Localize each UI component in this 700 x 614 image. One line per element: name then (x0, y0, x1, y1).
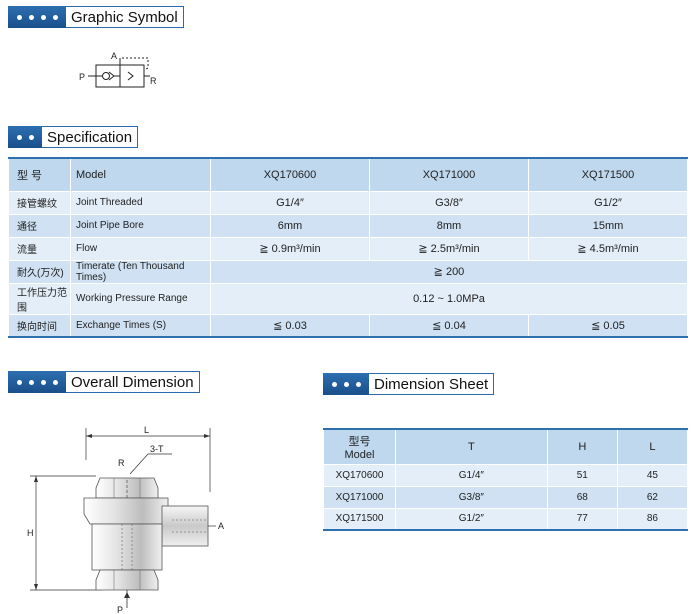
dims-row: XQ170600 G1/4″ 51 45 (323, 463, 689, 487)
dim-thread-label: 3-T (150, 444, 164, 454)
spec-cell: 6mm (210, 213, 370, 238)
spec-cell: ≧ 2.5m³/min (369, 236, 529, 261)
spec-cell-cn: 流量 (8, 236, 71, 261)
spec-cell-en: Working Pressure Range (70, 282, 211, 315)
graphic-symbol-diagram: A P R (79, 51, 157, 88)
dims-cell-model: XQ171000 (323, 485, 396, 509)
dim-h-label: H (27, 528, 34, 538)
spec-cell-cn: 换向时间 (8, 313, 71, 338)
spec-row: 工作压力范围 Working Pressure Range 0.12 ~ 1.0… (8, 282, 688, 315)
spec-cell: 8mm (369, 213, 529, 238)
overall-dimension-drawing: L H R 3-T A P (27, 425, 224, 614)
spec-cell-cn: 耐久(万次) (8, 259, 71, 284)
dims-cell-model: XQ170600 (323, 463, 396, 487)
spec-cell: ≧ 0.9m³/min (210, 236, 370, 261)
dims-header-t: T (395, 428, 548, 465)
dims-cell-l: 45 (616, 463, 689, 487)
dims-cell-h: 68 (546, 485, 618, 509)
dim-r-label: R (118, 458, 125, 468)
dims-header-row: 型号 Model T H L (323, 428, 689, 465)
header-dots (8, 371, 66, 393)
dims-cell-l: 62 (616, 485, 689, 509)
spec-cell-cn: 接管螺纹 (8, 190, 71, 215)
spec-cell-cn: 通径 (8, 213, 71, 238)
overall-dimension-title: Overall Dimension (66, 371, 200, 393)
spec-cell: ≦ 0.04 (369, 313, 529, 338)
spec-cell: ≧ 4.5m³/min (528, 236, 688, 261)
spec-cell-en: Joint Threaded (70, 190, 211, 215)
dim-p-label: P (117, 605, 123, 614)
port-a-label: A (111, 51, 117, 61)
spec-cell: G3/8″ (369, 190, 529, 215)
dimension-sheet-table: 型号 Model T H L XQ170600 G1/4″ 51 45 XQ17… (323, 428, 689, 531)
header-dots (8, 126, 42, 148)
dims-row: XQ171500 G1/2″ 77 86 (323, 507, 689, 531)
dims-header-model: 型号 Model (323, 428, 396, 465)
spec-cell-en: Timerate (Ten Thousand Times) (70, 259, 211, 284)
dim-a-label: A (218, 521, 224, 531)
specification-table: 型 号 Model XQ170600 XQ171000 XQ171500 接管螺… (8, 157, 688, 338)
spec-cell: ≦ 0.03 (210, 313, 370, 338)
dims-cell-h: 77 (546, 507, 618, 531)
spec-cell-span: 0.12 ~ 1.0MPa (210, 282, 688, 315)
dim-l-label: L (144, 425, 149, 435)
dimension-sheet-title: Dimension Sheet (369, 373, 495, 395)
port-r-label: R (150, 76, 157, 86)
spec-cell: G1/4″ (210, 190, 370, 215)
port-p-label: P (79, 72, 85, 82)
dims-cell-model: XQ171500 (323, 507, 396, 531)
spec-row: 接管螺纹 Joint Threaded G1/4″ G3/8″ G1/2″ (8, 190, 688, 215)
spec-row: 耐久(万次) Timerate (Ten Thousand Times) ≧ 2… (8, 259, 688, 284)
spec-cell: G1/2″ (528, 190, 688, 215)
dims-header-model-en: Model (344, 448, 375, 461)
spec-cell-en: Exchange Times (S) (70, 313, 211, 338)
dims-cell-h: 51 (546, 463, 618, 487)
spec-row: 通径 Joint Pipe Bore 6mm 8mm 15mm (8, 213, 688, 238)
spec-row: 换向时间 Exchange Times (S) ≦ 0.03 ≦ 0.04 ≦ … (8, 313, 688, 338)
dims-cell-t: G1/2″ (395, 507, 548, 531)
spec-header-col: XQ170600 (210, 157, 370, 192)
dims-cell-t: G1/4″ (395, 463, 548, 487)
overall-dimension-header: Overall Dimension (8, 371, 200, 393)
header-dots (323, 373, 369, 395)
dims-row: XQ171000 G3/8″ 68 62 (323, 485, 689, 509)
dims-header-model-cn: 型号 (348, 435, 371, 448)
spec-header-col: XQ171000 (369, 157, 529, 192)
dims-cell-l: 86 (616, 507, 689, 531)
spec-header-cn: 型 号 (8, 157, 71, 192)
spec-header-col: XQ171500 (528, 157, 688, 192)
spec-cell-cn: 工作压力范围 (8, 282, 71, 315)
dims-header-h: H (546, 428, 618, 465)
dims-header-l: L (616, 428, 689, 465)
spec-header-row: 型 号 Model XQ170600 XQ171000 XQ171500 (8, 157, 688, 192)
spec-cell: 15mm (528, 213, 688, 238)
spec-cell-en: Joint Pipe Bore (70, 213, 211, 238)
spec-cell: ≦ 0.05 (528, 313, 688, 338)
specification-title: Specification (42, 126, 139, 148)
graphic-symbol-title: Graphic Symbol (66, 6, 184, 28)
dims-cell-t: G3/8″ (395, 485, 548, 509)
spec-header-en: Model (70, 157, 211, 192)
graphic-symbol-header: Graphic Symbol (8, 6, 184, 28)
spec-cell-span: ≧ 200 (210, 259, 688, 284)
specification-header: Specification (8, 126, 139, 148)
header-dots (8, 6, 66, 28)
spec-row: 流量 Flow ≧ 0.9m³/min ≧ 2.5m³/min ≧ 4.5m³/… (8, 236, 688, 261)
dimension-sheet-header: Dimension Sheet (323, 373, 495, 395)
spec-cell-en: Flow (70, 236, 211, 261)
